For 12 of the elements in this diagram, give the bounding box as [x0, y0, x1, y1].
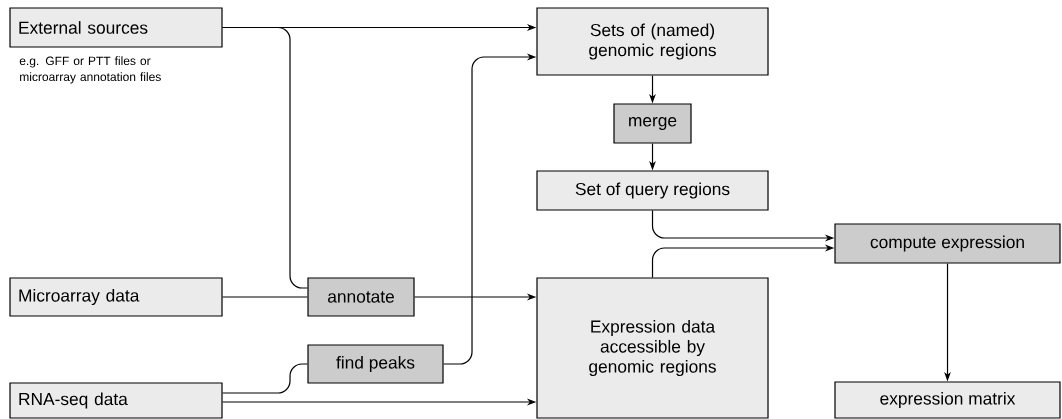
- process-box: find peaks: [307, 344, 444, 384]
- data-box: Set of query regions: [536, 170, 769, 211]
- process-box: compute expression: [834, 223, 1061, 264]
- data-box: Expression data accessible by genomic regions: [536, 277, 769, 419]
- source-box: RNA-seq data: [9, 382, 223, 419]
- source-box: Microarray data: [9, 277, 223, 317]
- process-box: merge: [613, 103, 692, 144]
- node-note: e.g. GFF or PTT files or microarray annotation files: [19, 56, 161, 84]
- source-box: External sources: [9, 7, 223, 48]
- data-box: expression matrix: [834, 381, 1061, 419]
- process-box: annotate: [307, 277, 415, 317]
- data-box: Sets of (named) genomic regions: [536, 7, 769, 76]
